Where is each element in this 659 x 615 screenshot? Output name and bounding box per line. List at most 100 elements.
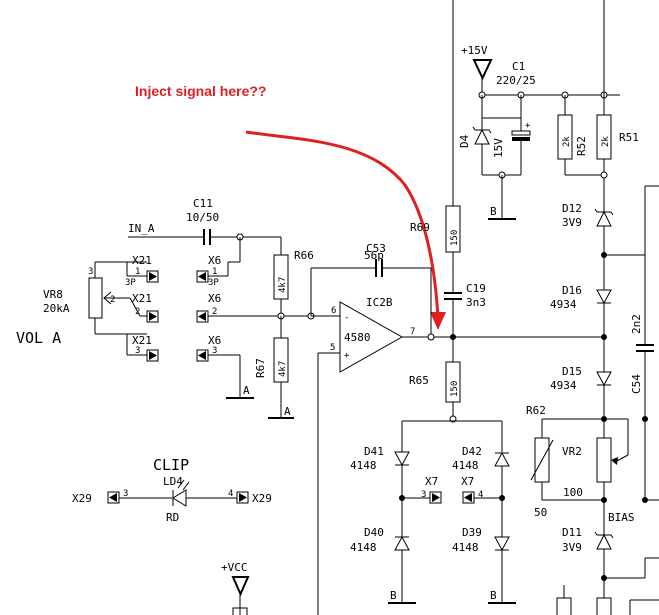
c1-value: 220/25 [496,74,536,87]
r62-value: 50 [534,506,547,519]
svg-text:X7: X7 [425,475,438,488]
d40-label: D40 [364,526,384,539]
d15-diode [596,371,612,387]
d42-value: 4148 [452,459,479,472]
svg-text:X29: X29 [72,492,92,505]
svg-text:X29: X29 [252,492,272,505]
bottom-resistor-1 [556,597,572,615]
svg-text:150: 150 [450,230,460,246]
vr2-trimmer [596,437,612,483]
svg-text:B: B [490,589,497,602]
c1-capacitor [511,130,531,136]
x29-connector-3 [107,491,120,504]
d40-diode [394,535,410,551]
d42-label: D42 [462,445,482,458]
svg-text:1: 1 [135,267,140,277]
svg-text:3: 3 [212,346,217,356]
svg-text:150: 150 [450,381,460,397]
d15-label: D15 [562,365,582,378]
r69-label: R69 [410,221,430,234]
d12-label: D12 [562,202,582,215]
vr2-value: 100 [563,486,583,499]
x7-connector-4 [462,491,475,504]
vr8-value: 20kA [43,302,70,315]
r52-label: R52 [575,136,588,156]
d12-zener-diode [594,208,614,227]
svg-text:A: A [243,384,250,397]
c19-value: 3n3 [466,296,486,309]
x21-connector-1 [146,270,159,283]
d12-value: 3V9 [562,216,582,229]
svg-text:+: + [525,121,531,131]
svg-text:3: 3 [421,490,426,500]
bottom-resistor-2 [596,597,612,615]
svg-text:3: 3 [123,489,128,499]
ic2b-label: IC2B [366,296,393,309]
c11-label: C11 [193,197,213,210]
ld4-label: LD4 [163,475,183,488]
svg-text:A: A [284,405,291,418]
svg-text:2k: 2k [562,136,572,147]
clip-label: CLIP [153,456,189,474]
r51-label: R51 [619,131,639,144]
c54-value: 2n2 [630,314,643,334]
annotation-arrow-line [245,130,440,319]
x6-connector-3 [196,349,209,362]
plus15v-label: +15V [461,44,488,57]
bias-label: BIAS [608,511,635,524]
svg-text:2: 2 [110,295,115,305]
svg-text:2k: 2k [601,136,611,147]
svg-text:3P: 3P [208,278,219,288]
svg-text:2: 2 [135,307,140,317]
d15-value: 4934 [550,379,577,392]
ld4-value: RD [166,511,179,524]
d11-label: D11 [562,526,582,539]
vr8-potentiometer [88,277,103,319]
svg-text:X21: X21 [132,334,152,347]
annotation-text: Inject signal here?? [135,83,266,99]
svg-text:X7: X7 [461,475,474,488]
x7-connector-3 [429,491,442,504]
d41-value: 4148 [350,459,377,472]
d16-value: 4934 [550,298,577,311]
svg-text:5: 5 [330,343,335,353]
vol-a-label: VOL A [16,329,61,347]
d41-diode [394,451,410,467]
r67-label: R67 [254,358,267,378]
svg-text:4: 4 [228,489,233,499]
svg-text:7: 7 [410,327,415,337]
d39-diode [494,536,510,552]
d39-label: D39 [462,526,482,539]
c54-label: C54 [630,374,643,394]
svg-text:2: 2 [212,307,217,317]
svg-text:6: 6 [331,306,336,316]
svg-text:X21: X21 [132,254,152,267]
annotation-arrow-head [430,312,446,330]
x6-connector-1 [196,270,209,283]
x6-connector-2 [196,310,209,323]
d42-diode [494,451,510,467]
x21-connector-2 [146,310,159,323]
svg-text:1: 1 [212,267,217,277]
vr2-label: VR2 [562,445,582,458]
svg-text:X6: X6 [208,292,221,305]
svg-text:4k7: 4k7 [278,361,288,377]
d16-label: D16 [562,284,582,297]
d4-label: D4 [458,134,471,148]
svg-text:X6: X6 [208,334,221,347]
d41-label: D41 [364,445,384,458]
ic2b-value: 4580 [344,331,371,344]
c19-label: C19 [466,282,486,295]
in-a-label: IN_A [128,222,155,235]
d16-diode [596,289,612,305]
vcc-supply-symbol [231,576,250,597]
x21-connector-3 [146,349,159,362]
svg-text:4: 4 [478,490,483,500]
d4-value: 15V [492,138,505,158]
d11-zener-diode [594,531,614,550]
c1-label: C1 [512,60,525,73]
svg-text:3: 3 [135,346,140,356]
svg-text:B: B [490,205,497,218]
plus15v-supply-symbol [472,59,493,81]
